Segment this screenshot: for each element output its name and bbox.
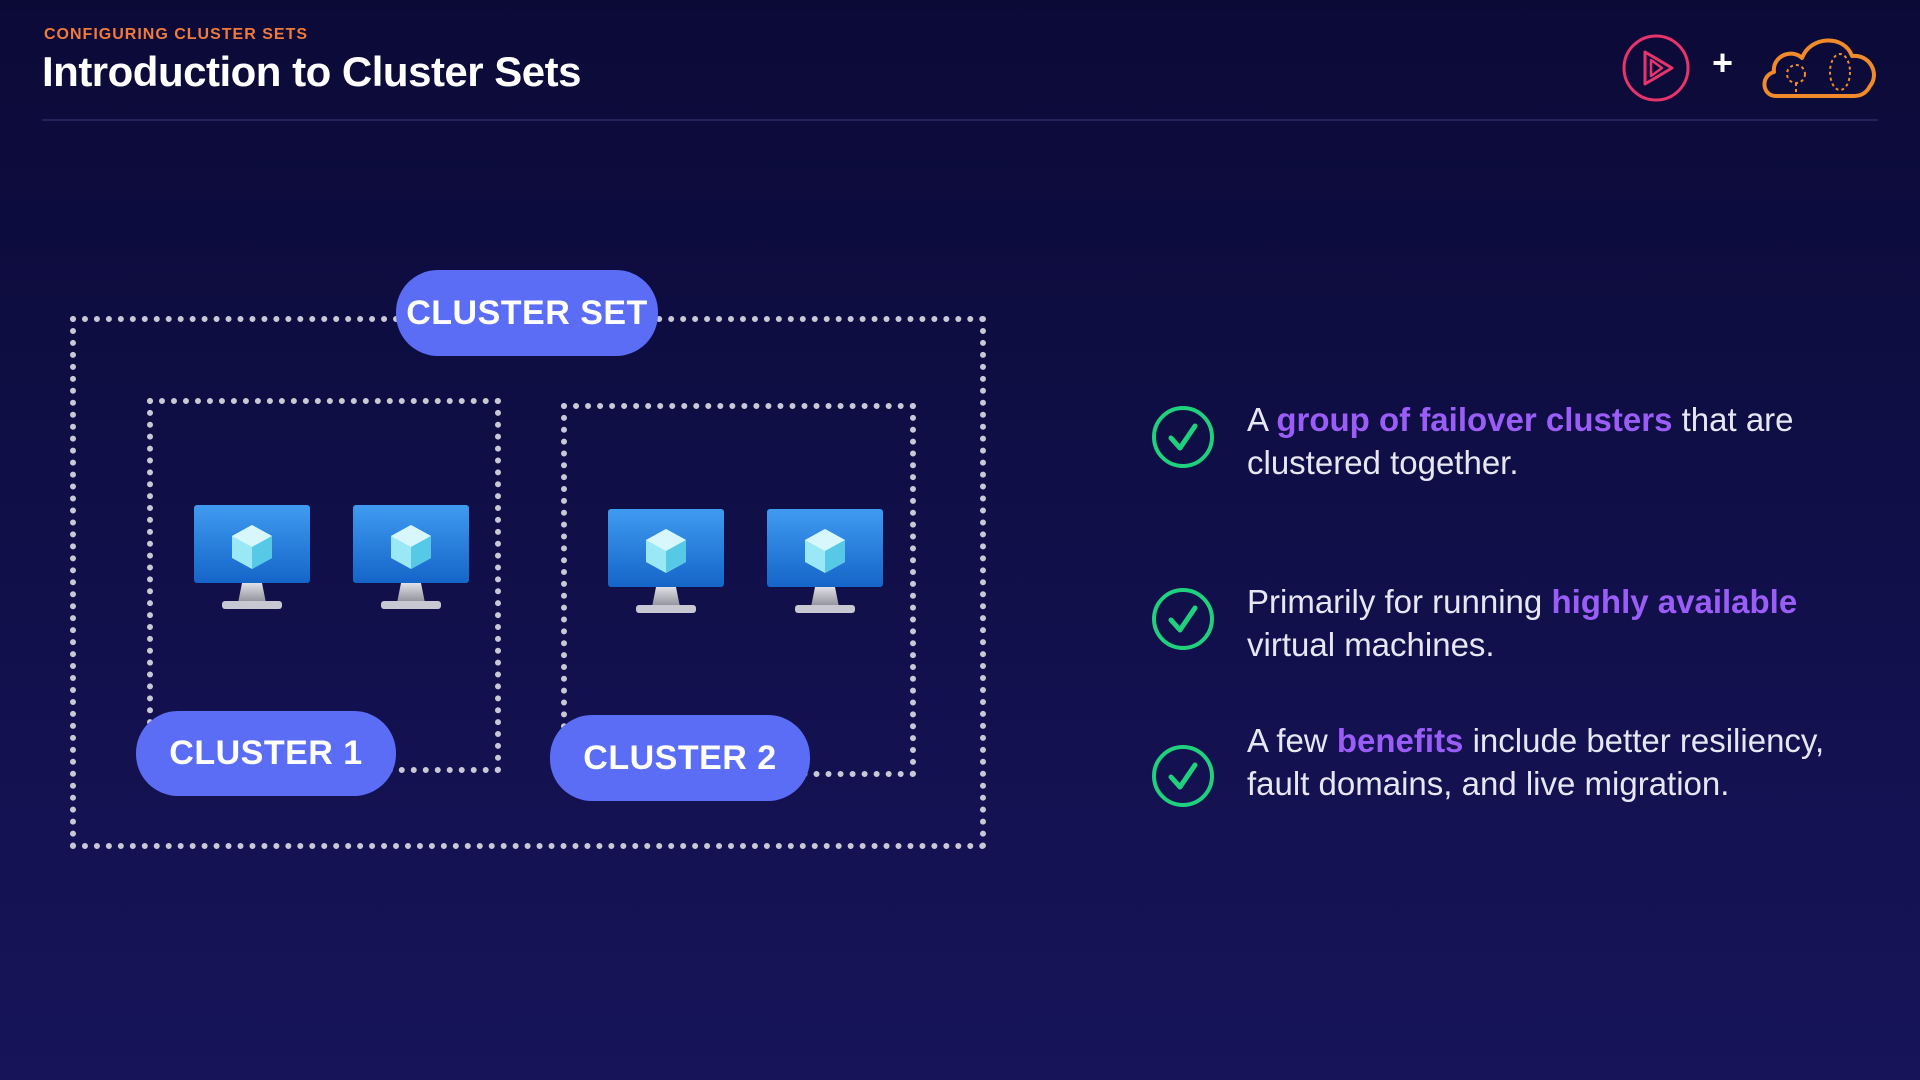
virtual-machine-monitor-icon bbox=[608, 509, 724, 613]
highlight-text: benefits bbox=[1336, 722, 1464, 759]
play-logo-icon bbox=[1622, 34, 1690, 102]
cluster1-label: CLUSTER 1 bbox=[136, 711, 396, 796]
check-circle-icon bbox=[1152, 406, 1214, 468]
check-circle-icon bbox=[1152, 588, 1214, 650]
logo-plus: + bbox=[1712, 42, 1734, 83]
cluster-set-label: CLUSTER SET bbox=[396, 270, 658, 356]
cluster-diagram: CLUSTER SET CLUSTER 1 CLUSTER 2 bbox=[0, 0, 1000, 880]
page-title: Introduction to Cluster Sets bbox=[42, 48, 582, 95]
bullet-text: Primarily for running highly available v… bbox=[1247, 583, 1798, 663]
check-circle-icon bbox=[1152, 745, 1214, 807]
cluster2-label: CLUSTER 2 bbox=[550, 715, 810, 801]
virtual-machine-monitor-icon bbox=[767, 509, 883, 613]
highlight-text: group of failover clusters bbox=[1276, 401, 1673, 438]
highlight-text: highly available bbox=[1551, 583, 1798, 620]
bullet-text: A group of failover clusters that are cl… bbox=[1247, 401, 1794, 481]
virtual-machine-monitor-icon bbox=[194, 505, 310, 609]
section-subtitle: CONFIGURING CLUSTER SETS bbox=[44, 26, 309, 43]
header-divider bbox=[42, 119, 1878, 121]
virtual-machine-monitor-icon bbox=[353, 505, 469, 609]
cloud-logo-icon bbox=[1762, 38, 1876, 98]
bullet-text: A few benefits include better resiliency… bbox=[1247, 722, 1825, 802]
brand-logos: + bbox=[1620, 28, 1880, 104]
